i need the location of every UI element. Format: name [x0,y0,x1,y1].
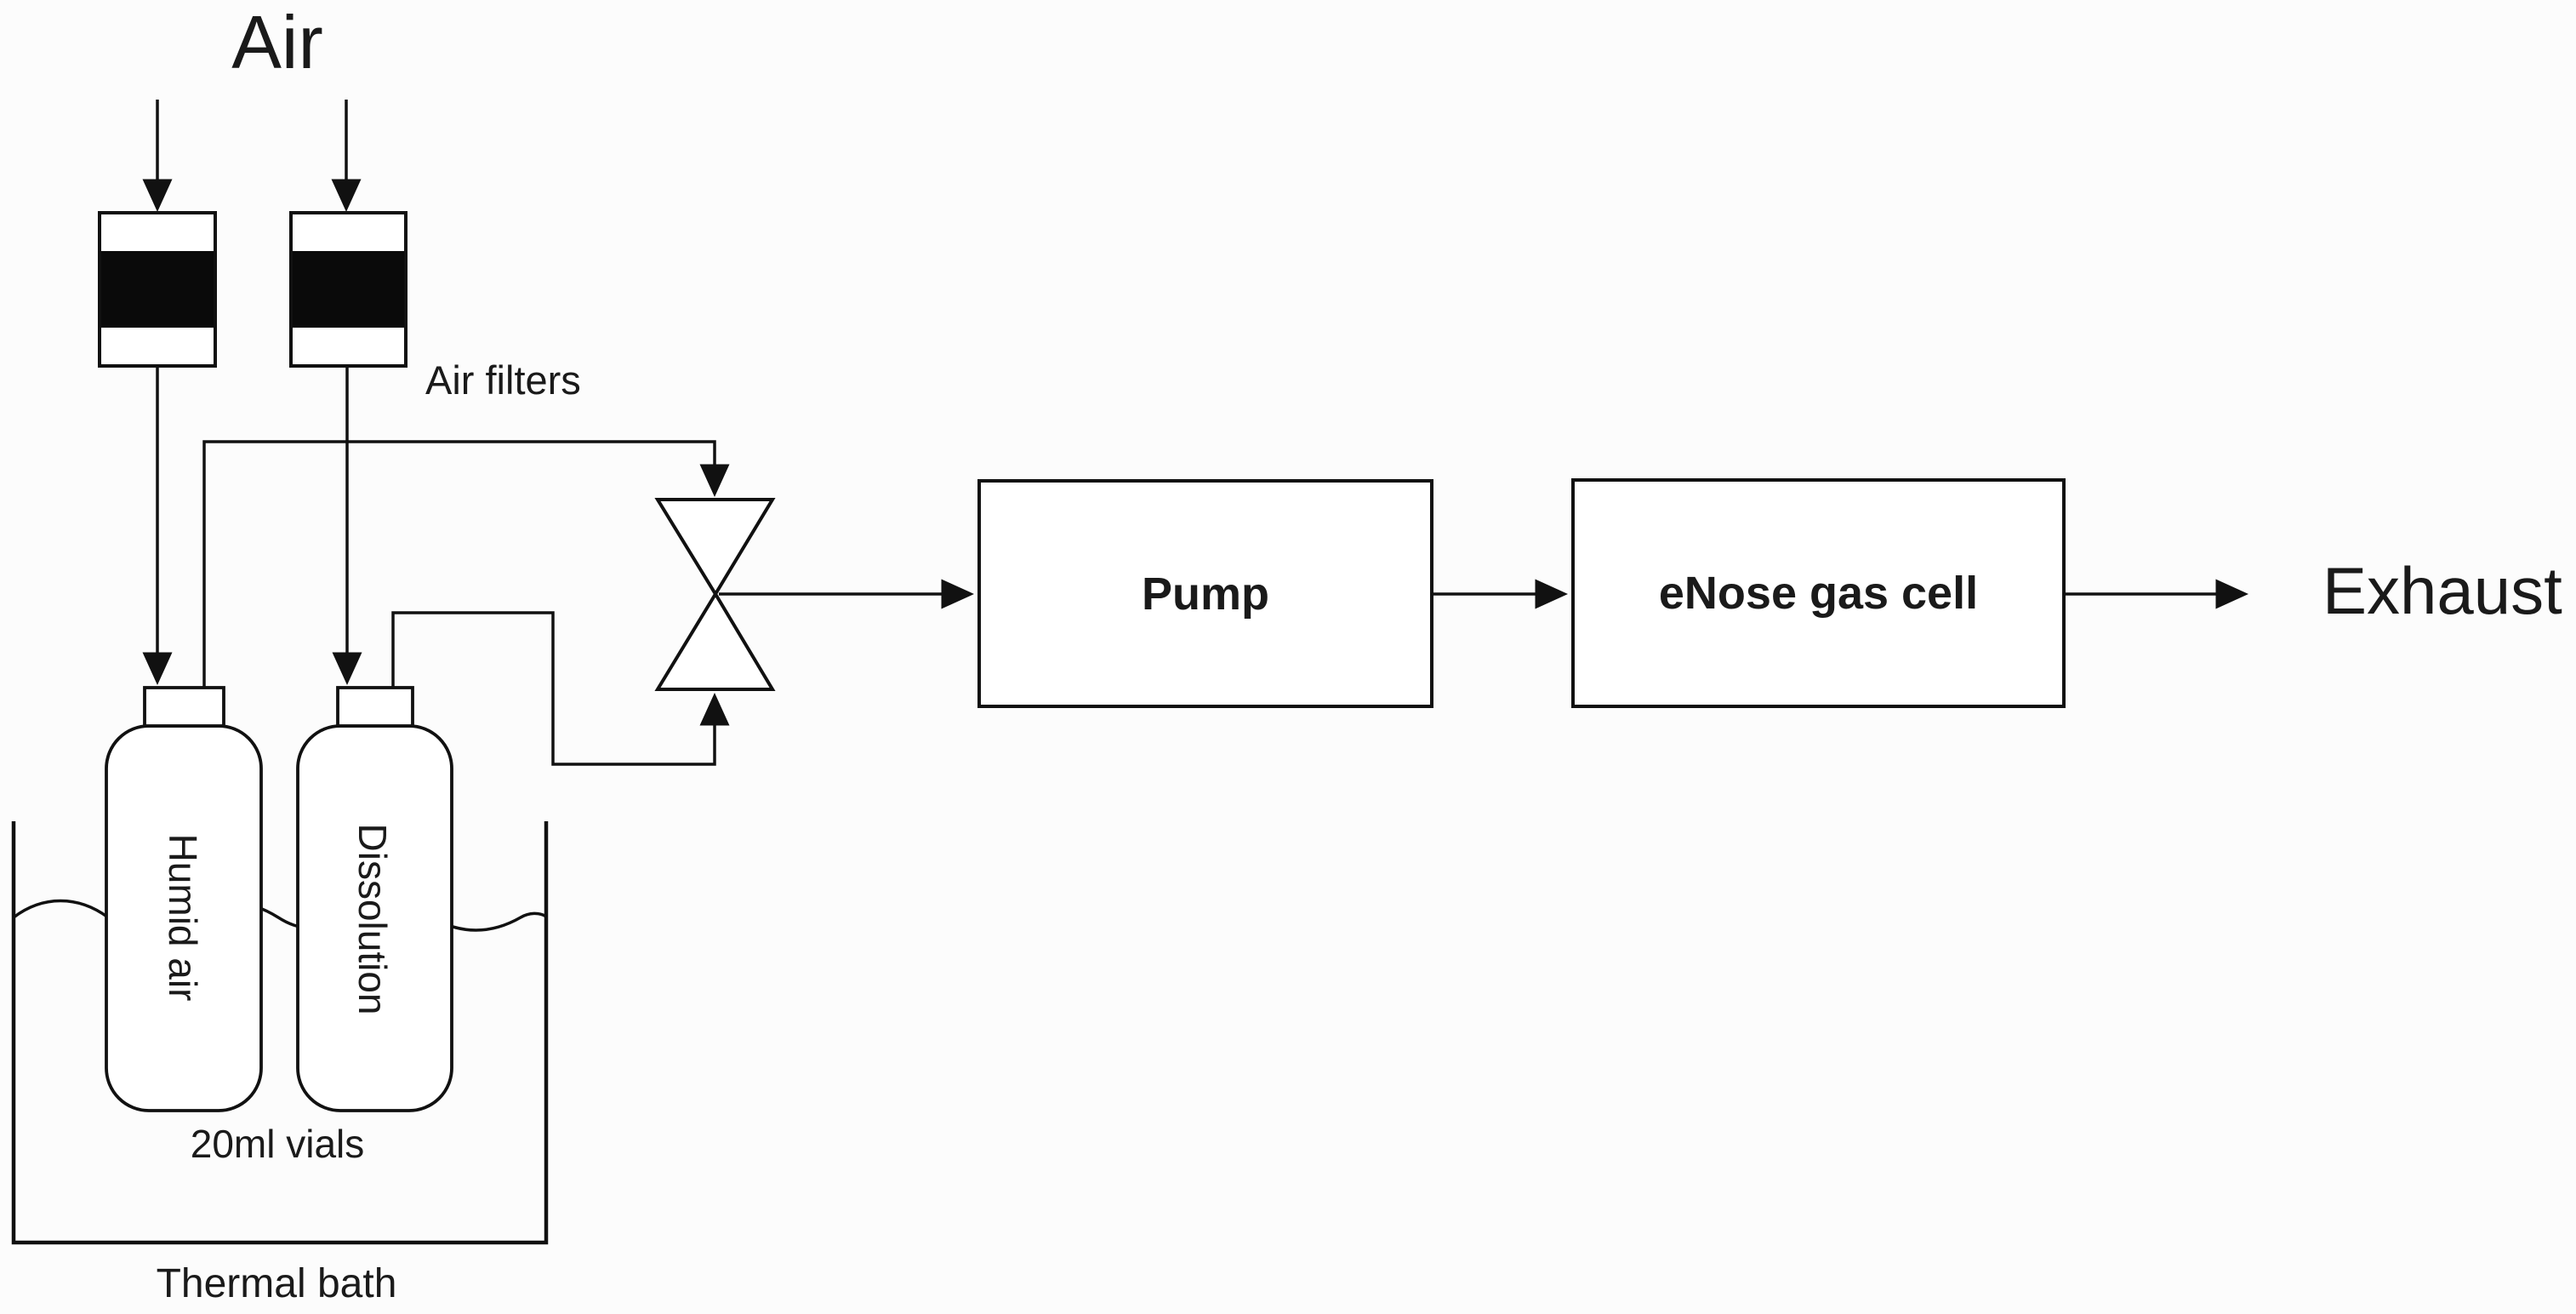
humid-air-vial-label: Humid air [161,833,205,1002]
pump-box: Pump [977,479,1433,708]
pump-label: Pump [1141,568,1269,620]
enose-label: eNose gas cell [1658,568,1979,619]
air-filter-left [98,211,217,368]
humid-to-valve-pipe [202,440,730,688]
air-filters-label: Air filters [425,357,581,403]
selector-valve [654,498,776,691]
air-label: Air [231,0,323,84]
dissolution-to-valve-pipe [391,611,730,766]
enose-gas-cell-box: eNose gas cell [1571,478,2066,708]
dissolution-vial-label: Dissolution [350,823,395,1015]
vials-label: 20ml vials [190,1122,365,1166]
exhaust-label: Exhaust [2322,553,2562,628]
thermal-bath-container [11,821,549,1245]
air-filter-right [289,211,407,368]
thermal-bath-label: Thermal bath [156,1261,397,1306]
water-wave-line [12,899,547,934]
